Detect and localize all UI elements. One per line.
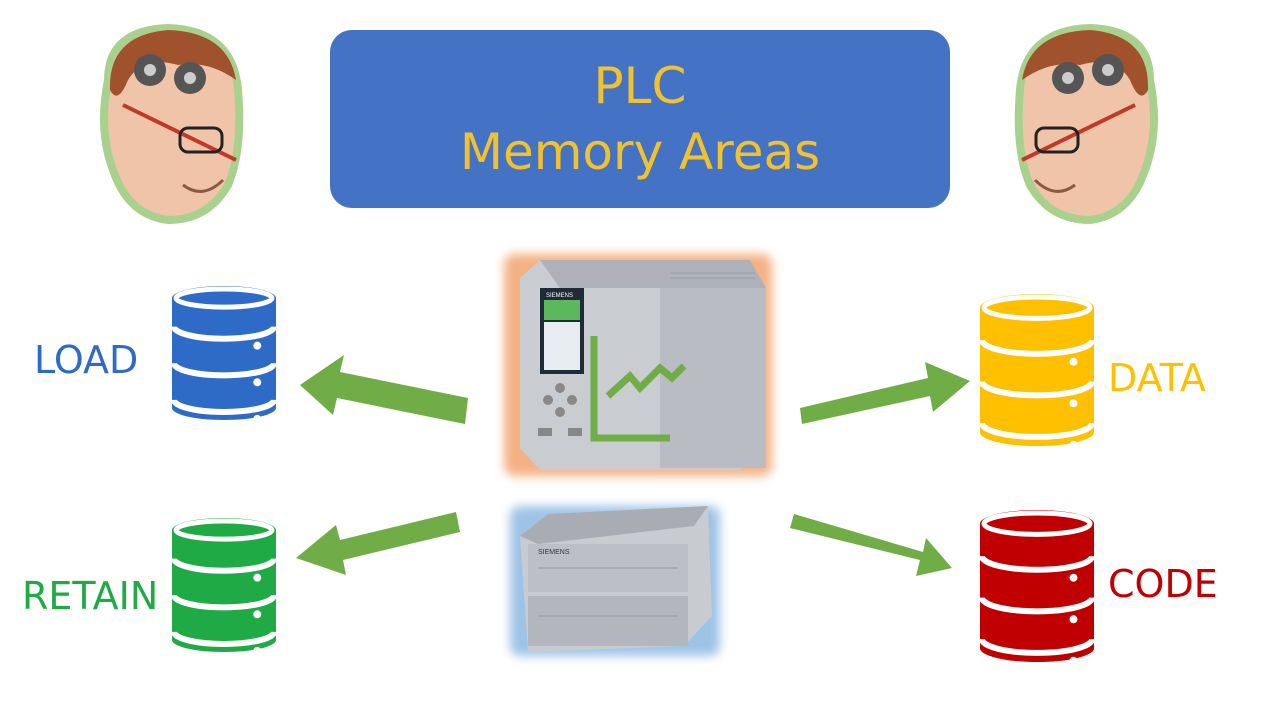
arrow-retain — [296, 512, 460, 575]
compact-brand-label: SIEMENS — [538, 549, 570, 556]
cpu-brand-label: SIEMENS — [546, 293, 573, 299]
plc-cpu-compact: SIEMENS — [508, 496, 722, 662]
arrow-code — [790, 514, 952, 576]
arrow-load — [300, 355, 468, 424]
arrow-data — [800, 362, 970, 424]
plc-cpu-main: SIEMENS — [500, 248, 776, 478]
